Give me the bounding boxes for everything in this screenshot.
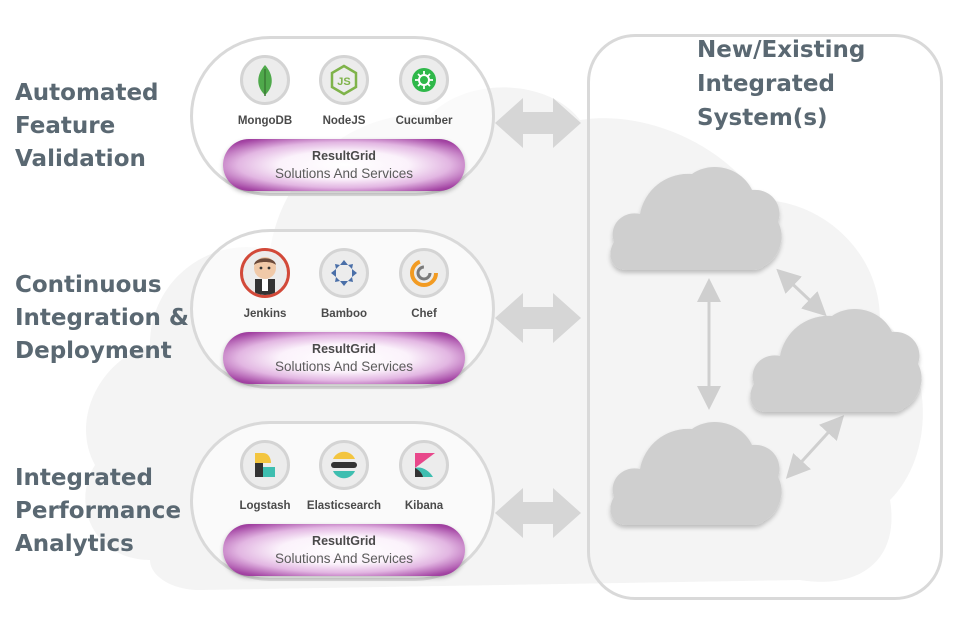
tool-panel-analytics: Logstash Elasticsearch Kibana ResultGrid… <box>190 421 495 581</box>
tool-logstash: Logstash <box>225 440 305 512</box>
cloud-icon <box>610 167 782 270</box>
tool-cucumber: Cucumber <box>384 55 464 127</box>
row-label-integrated-performance-analytics: Integrated Performance Analytics <box>15 465 182 557</box>
row-label-continuous-integration: Continuous Integration & Deployment <box>15 272 189 364</box>
resultgrid-pill: ResultGrid Solutions And Services <box>223 139 465 191</box>
tool-bamboo: Bamboo <box>304 248 384 320</box>
tool-jenkins: Jenkins <box>225 248 305 320</box>
logstash-icon <box>240 440 290 490</box>
tool-panel-validation: MongoDB JS NodeJS Cucumber ResultGrid So… <box>190 36 495 196</box>
kibana-icon <box>399 440 449 490</box>
svg-text:JS: JS <box>337 76 350 88</box>
chef-logo-icon <box>399 248 449 298</box>
row-label-automated-feature-validation: Automated Feature Validation <box>15 80 159 172</box>
cloud-icon <box>610 422 782 525</box>
elasticsearch-icon <box>319 440 369 490</box>
link-arrow <box>776 268 827 317</box>
tool-kibana: Kibana <box>384 440 464 512</box>
integrated-systems-panel <box>587 34 943 600</box>
tool-panel-ci-cd: Jenkins Bamboo Chef ResultGrid Solutions… <box>190 229 495 389</box>
tool-chef: Chef <box>384 248 464 320</box>
bamboo-arrows-icon <box>319 248 369 298</box>
tool-mongodb: MongoDB <box>225 55 305 127</box>
double-arrow-icon <box>495 488 581 538</box>
nodejs-hexagon-icon: JS <box>319 55 369 105</box>
double-arrow-icon <box>495 293 581 343</box>
jenkins-butler-icon <box>240 248 290 298</box>
cloud-icon <box>750 309 922 412</box>
tool-elasticsearch: Elasticsearch <box>304 440 384 512</box>
mongodb-leaf-icon <box>240 55 290 105</box>
tool-nodejs: JS NodeJS <box>304 55 384 127</box>
systems-title: New/Existing Integrated System(s) <box>697 37 866 131</box>
cucumber-icon <box>399 55 449 105</box>
link-arrow <box>785 415 845 479</box>
double-arrow-icon <box>495 98 581 148</box>
resultgrid-pill: ResultGrid Solutions And Services <box>223 524 465 576</box>
resultgrid-pill: ResultGrid Solutions And Services <box>223 332 465 384</box>
